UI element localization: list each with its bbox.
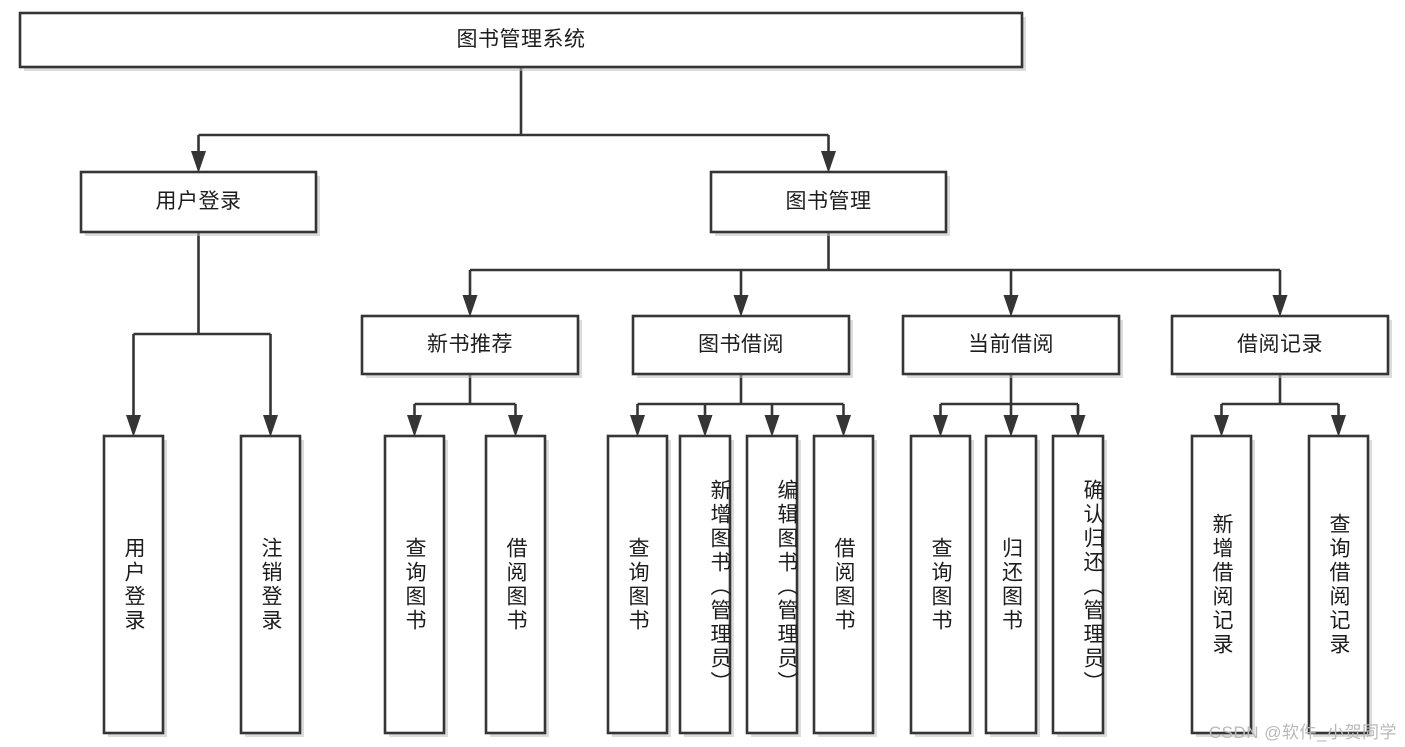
node-box-leaf-add-record[interactable] (1190, 434, 1253, 735)
arrow-head-icon (1070, 415, 1086, 437)
node-box-book-borrow[interactable] (631, 314, 851, 376)
arrow-head-icon (1272, 295, 1288, 317)
arrow-head-icon (1214, 415, 1229, 437)
arrow-head-icon (191, 151, 206, 173)
node-box-leaf-borrow-book-2[interactable] (812, 434, 875, 735)
arrow-head-icon (733, 295, 749, 317)
node-box-leaf-query-book-2[interactable] (606, 434, 669, 735)
node-box-current-borrow[interactable] (901, 314, 1121, 376)
arrow-head-icon (462, 295, 478, 317)
arrow-head-icon (933, 415, 948, 437)
arrow-head-icon (836, 415, 851, 437)
arrow-head-icon (1003, 415, 1019, 437)
node-box-book-manage[interactable] (709, 170, 948, 234)
node-box-leaf-edit-book[interactable] (745, 434, 799, 735)
arrow-head-icon (821, 151, 836, 173)
node-box-root[interactable] (18, 11, 1024, 69)
node-box-leaf-logout[interactable] (239, 434, 302, 735)
watermark-text: CSDN @软件_小贺同学 (1208, 723, 1397, 742)
node-box-leaf-query-book-3[interactable] (909, 434, 972, 735)
arrow-head-icon (630, 415, 645, 437)
boxes-layer (18, 11, 1392, 737)
node-box-user-login[interactable] (79, 170, 318, 234)
node-box-leaf-user-login[interactable] (102, 434, 165, 735)
node-box-new-book-rec[interactable] (360, 314, 580, 376)
node-box-leaf-borrow-book-1[interactable] (484, 434, 547, 735)
node-box-leaf-query-record[interactable] (1307, 434, 1370, 735)
arrow-head-icon (407, 415, 422, 437)
node-box-leaf-confirm-return[interactable] (1051, 434, 1105, 735)
node-box-leaf-add-book[interactable] (678, 434, 732, 735)
arrow-head-icon (1331, 415, 1346, 437)
node-box-leaf-return-book[interactable] (984, 434, 1038, 735)
node-box-leaf-query-book-1[interactable] (383, 434, 446, 735)
arrow-head-icon (697, 415, 713, 437)
node-box-borrow-record[interactable] (1170, 314, 1390, 376)
connectors-layer (126, 67, 1346, 437)
arrow-head-icon (764, 415, 780, 437)
arrow-head-icon (1003, 295, 1019, 317)
arrow-head-icon (263, 415, 278, 437)
arrow-head-icon (126, 415, 141, 437)
arrow-head-icon (508, 415, 523, 437)
